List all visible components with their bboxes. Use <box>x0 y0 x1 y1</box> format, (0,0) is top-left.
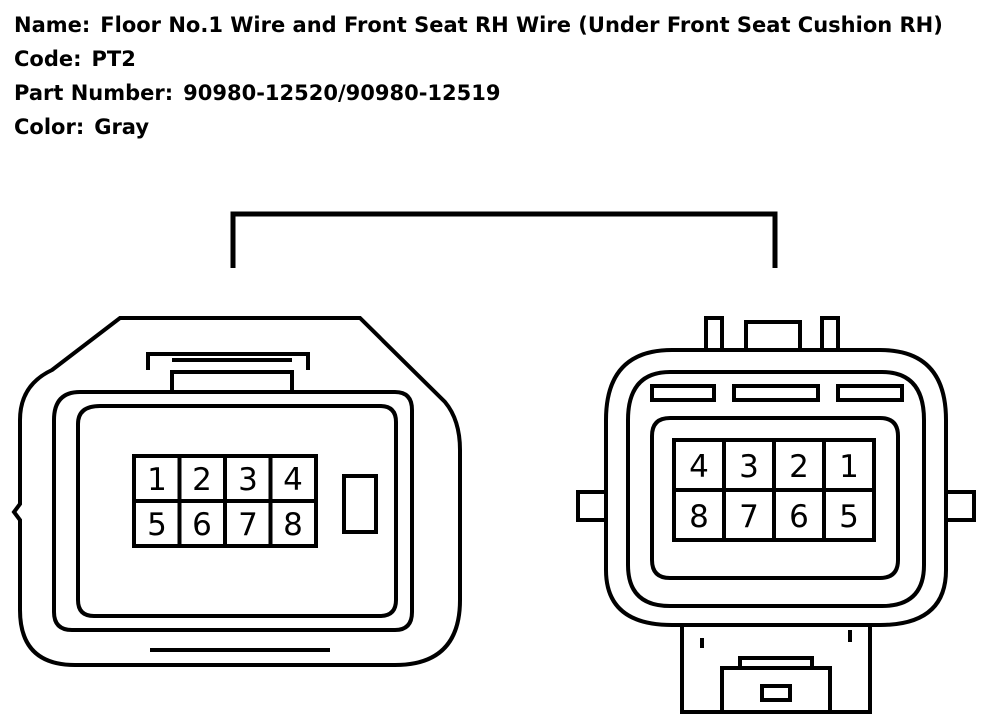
right-outer-shell <box>604 348 948 627</box>
left-cavity-wall <box>76 404 398 618</box>
left-pin-label: 8 <box>283 507 303 543</box>
left-pin-label: 4 <box>283 462 303 498</box>
right-lower-latch-slot <box>760 684 792 702</box>
right-pin-label: 1 <box>839 449 859 485</box>
code-label: Code: <box>14 47 82 71</box>
color-value: Gray <box>94 115 150 139</box>
left-pin-label: 1 <box>147 462 167 498</box>
left-pin-label: 7 <box>238 507 258 543</box>
right-key-slot <box>836 384 904 402</box>
right-pin-label: 8 <box>689 499 709 535</box>
code-value: PT2 <box>91 47 136 71</box>
right-pin-label: 3 <box>739 449 759 485</box>
right-pin-label: 5 <box>839 499 859 535</box>
left-pin-labels: 1 2 3 4 5 6 7 8 <box>147 462 303 543</box>
left-inner-wall <box>52 390 414 632</box>
right-lower-latch-top <box>738 656 814 668</box>
left-latch-inner <box>170 370 294 394</box>
right-lower-housing <box>680 625 872 714</box>
name-line: Name: Floor No.1 Wire and Front Seat RH W… <box>14 8 943 42</box>
left-outer-shell <box>11 316 462 667</box>
right-cavity-wall <box>650 416 900 580</box>
left-pin-label: 6 <box>192 507 212 543</box>
right-key-slot <box>650 384 716 402</box>
right-side-ear <box>944 490 976 522</box>
right-side-ear <box>576 490 608 522</box>
right-top-tab <box>820 316 840 350</box>
left-pin-label: 5 <box>147 507 167 543</box>
part-number-value: 90980-12520/90980-12519 <box>183 81 501 105</box>
code-line: Code: PT2 <box>14 42 943 76</box>
right-top-tab <box>704 316 724 350</box>
right-inner-wall <box>626 370 926 608</box>
right-key-slot <box>732 384 820 402</box>
right-pin-label: 6 <box>789 499 809 535</box>
right-pin-labels: 4 3 2 1 8 7 6 5 <box>689 449 859 535</box>
left-side-lock <box>342 474 378 534</box>
left-latch-outer <box>146 352 310 370</box>
right-top-tab <box>744 320 802 350</box>
mating-bracket <box>230 211 778 268</box>
name-label: Name: <box>14 13 91 37</box>
right-pin-label: 4 <box>689 449 709 485</box>
part-number-line: Part Number: 90980-12520/90980-12519 <box>14 76 943 110</box>
right-pin-label: 2 <box>789 449 809 485</box>
left-connector <box>11 316 462 667</box>
name-value: Floor No.1 Wire and Front Seat RH Wire (… <box>100 13 943 37</box>
right-lower-latch <box>720 666 832 712</box>
right-pin-label: 7 <box>739 499 759 535</box>
left-pin-label: 2 <box>192 462 212 498</box>
color-label: Color: <box>14 115 85 139</box>
part-number-label: Part Number: <box>14 81 174 105</box>
left-pin-label: 3 <box>238 462 258 498</box>
color-line: Color: Gray <box>14 110 943 144</box>
connector-info: Name: Floor No.1 Wire and Front Seat RH W… <box>14 8 943 144</box>
right-connector <box>576 316 976 714</box>
